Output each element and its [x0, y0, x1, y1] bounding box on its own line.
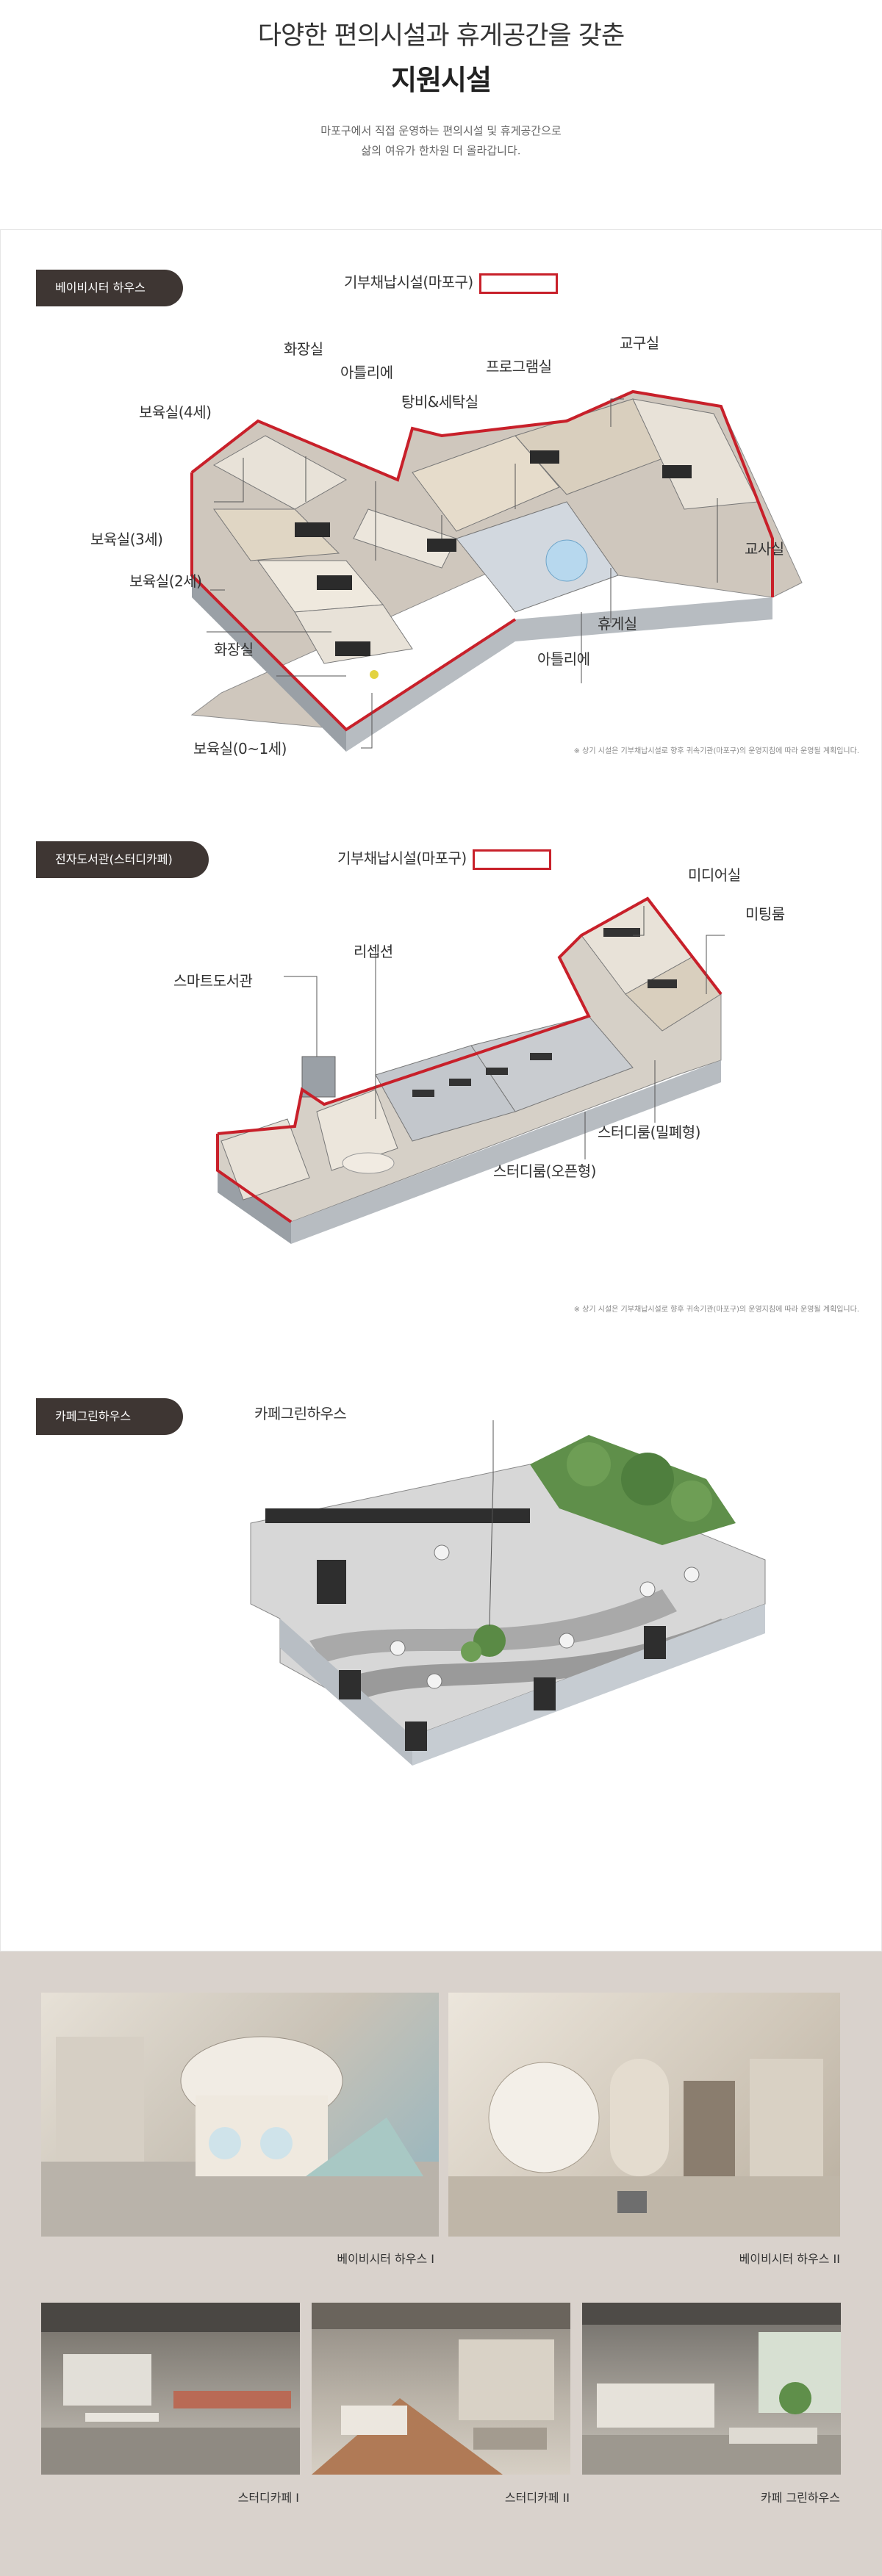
photo-gallery: 베이비시터 하우스 I 베이비시터 하우스 II 스터디카페 I — [0, 1951, 882, 2576]
legend-red-box-2 — [472, 849, 551, 870]
page-description: 마포구에서 직접 운영하는 편의시설 및 휴게공간으로 삶의 여유가 한차원 더… — [0, 121, 882, 161]
label-toy-room: 교구실 — [620, 334, 659, 352]
photo-babysitter-house-2 — [448, 1993, 840, 2237]
label-teacher-room: 교사실 — [745, 540, 784, 558]
label-smart-library: 스마트도서관 — [173, 972, 253, 990]
label-restroom-bottom: 화장실 — [214, 641, 254, 658]
label-study-closed: 스터디룸(밀폐형) — [598, 1123, 700, 1141]
caption-cafe-green-house: 카페 그린하우스 — [760, 2491, 840, 2505]
page-title-line1: 다양한 편의시설과 휴게공간을 갖춘 — [257, 21, 625, 51]
section2-note: ※ 상기 시설은 기부채납시설로 향후 귀속기관(마포구)의 운영지침에 따라 … — [573, 1306, 859, 1314]
photo-cafe-green-house — [582, 2303, 841, 2475]
label-nursery-0-1: 보육실(0~1세) — [193, 740, 287, 758]
label-lounge: 휴게실 — [598, 615, 637, 633]
caption-babysitter-house-1: 베이비시터 하우스 I — [337, 2252, 434, 2266]
section-tag-cafe-green-house: 카페그린하우스 — [36, 1398, 183, 1435]
label-media-room: 미디어실 — [688, 866, 741, 884]
page-title: 지원시설 — [391, 64, 492, 96]
legend-donation: 기부채납시설(마포구) — [344, 270, 558, 294]
label-atelier-top: 아틀리에 — [340, 364, 393, 381]
label-restroom-top: 화장실 — [284, 340, 323, 358]
section1-note: ※ 상기 시설은 기부채납시설로 향후 귀속기관(마포구)의 운영지침에 따라 … — [573, 747, 859, 755]
label-atelier-bottom: 아틀리에 — [537, 650, 590, 668]
label-nursery-2: 보육실(2세) — [129, 572, 202, 590]
library-floorplan — [216, 896, 725, 1244]
label-cafe-green-house: 카페그린하우스 — [254, 1405, 347, 1422]
photo-study-cafe-1 — [41, 2303, 300, 2475]
label-study-open: 스터디룸(오픈형) — [493, 1162, 596, 1180]
legend-donation-2: 기부채납시설(마포구) — [337, 846, 551, 870]
section-tag-digital-library: 전자도서관(스터디카페) — [36, 841, 209, 878]
photo-babysitter-house-1 — [41, 1993, 439, 2237]
page-header: 다양한 편의시설과 휴게공간을 갖춘 지원시설 마포구에서 직접 운영하는 편의… — [0, 0, 882, 220]
floorplan-panel: 베이비시터 하우스 기부채납시설(마포구) — [0, 229, 882, 1951]
section-tag-babysitter-house: 베이비시터 하우스 — [36, 270, 183, 306]
legend-label-2: 기부채납시설(마포구) — [337, 849, 467, 867]
cafe-green-house-rendering — [250, 1420, 766, 1766]
label-meeting-room: 미팅룸 — [745, 905, 785, 923]
label-program-room: 프로그램실 — [486, 358, 552, 375]
legend-label: 기부채납시설(마포구) — [344, 273, 473, 291]
label-reception: 리셉션 — [354, 943, 393, 960]
label-nursery-3: 보육실(3세) — [90, 530, 163, 548]
description-line1: 마포구에서 직접 운영하는 편의시설 및 휴게공간으로 — [320, 124, 562, 137]
photo-study-cafe-2 — [312, 2303, 570, 2475]
label-nursery-4: 보육실(4세) — [139, 403, 212, 421]
caption-study-cafe-1: 스터디카페 I — [237, 2491, 299, 2505]
legend-red-box — [478, 273, 558, 294]
caption-babysitter-house-2: 베이비시터 하우스 II — [739, 2252, 840, 2266]
caption-study-cafe-2: 스터디카페 II — [504, 2491, 570, 2505]
babysitter-floorplan — [190, 389, 803, 752]
label-stroller-laundry: 탕비&세탁실 — [401, 393, 478, 411]
description-line2: 삶의 여유가 한차원 더 올라갑니다. — [361, 144, 521, 157]
